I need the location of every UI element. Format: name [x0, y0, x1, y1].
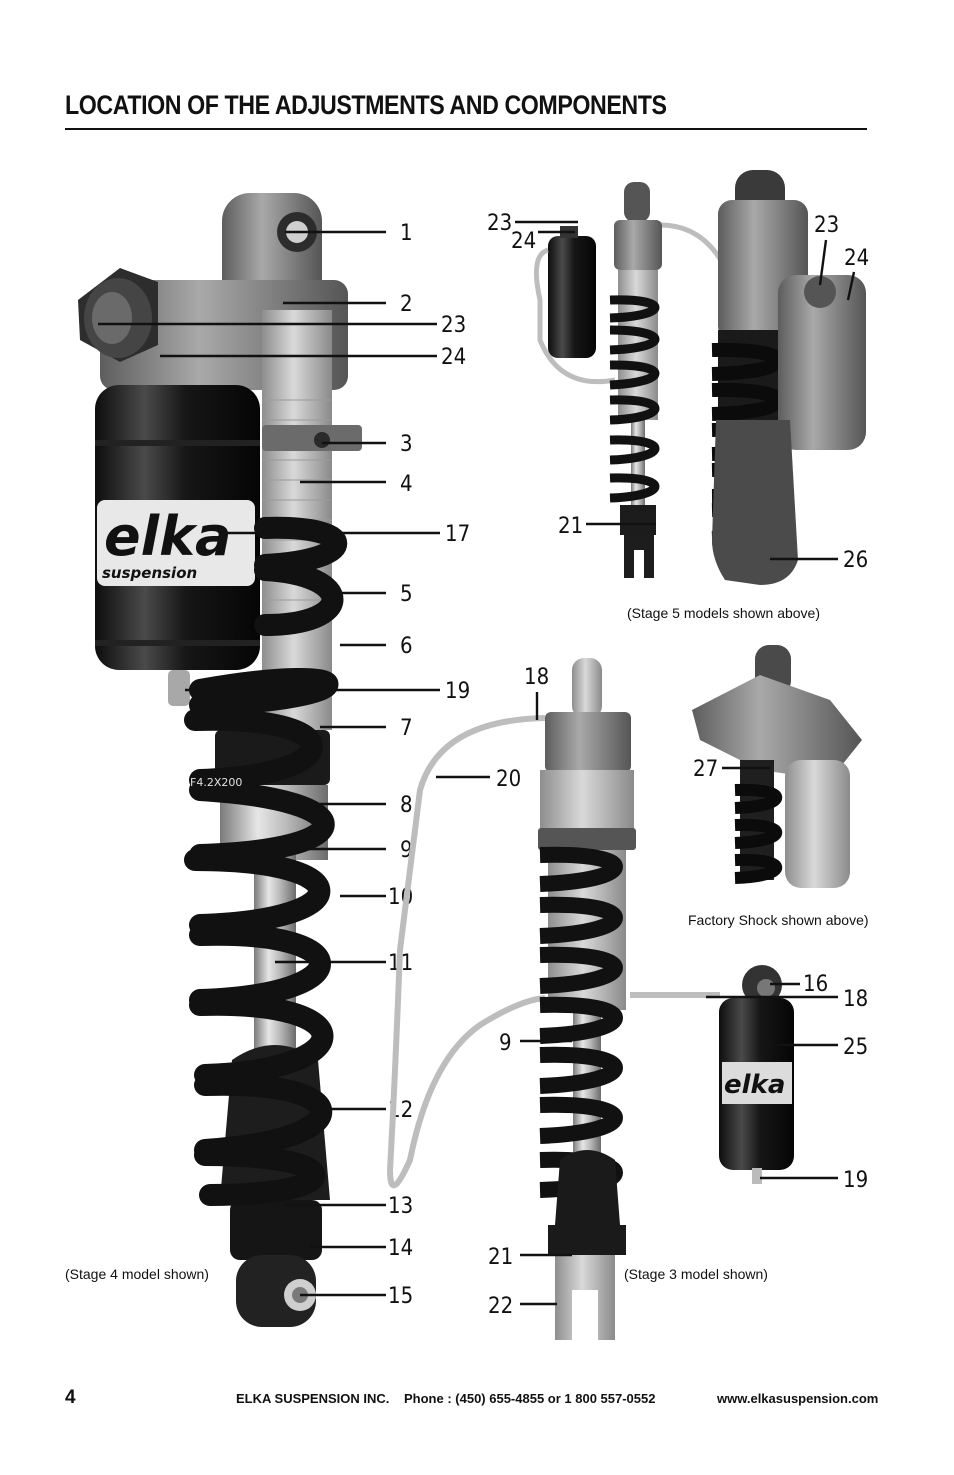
callout-21-stage3: 21: [488, 1245, 513, 1270]
stage5-shocks-illustration: [533, 170, 866, 585]
page-number: 4: [65, 1387, 76, 1408]
footer-phone: Phone : (450) 655-4855 or 1 800 557-0552: [404, 1391, 656, 1406]
callout-24: 24: [441, 345, 466, 370]
callout-4: 4: [400, 472, 413, 497]
stage5-leader-lines: [515, 220, 856, 561]
caption-factory: Factory Shock shown above): [688, 912, 869, 928]
stage3-shock-illustration: [386, 658, 720, 1340]
brand-logo-small: elka: [724, 1070, 785, 1100]
brand-logo-large: elka: [104, 505, 232, 568]
callout-1: 1: [400, 221, 413, 246]
footer-company: ELKA SUSPENSION INC.: [236, 1391, 390, 1406]
callout-15: 15: [388, 1284, 413, 1309]
callout-21-stage5: 21: [558, 514, 583, 539]
callout-22: 22: [488, 1294, 513, 1319]
stage3-callout-numbers: 18 20 9 21 22: [488, 665, 549, 1319]
callout-23-stage5-left: 23: [487, 211, 512, 236]
callout-20: 20: [496, 767, 521, 792]
caption-stage4: (Stage 4 model shown): [65, 1266, 209, 1282]
title-divider: [65, 128, 867, 130]
stage3-leader-lines: [436, 692, 572, 1306]
callout-16: 16: [803, 972, 828, 997]
stage5-callout-numbers: 23 24 21 23 24 26: [487, 211, 869, 573]
callout-8: 8: [400, 793, 413, 818]
stage4-shock-illustration: elka suspension: [78, 193, 362, 1327]
callout-19-reservoir: 19: [843, 1168, 868, 1193]
page-title: LOCATION OF THE ADJUSTMENTS AND COMPONEN…: [65, 90, 667, 120]
factory-shock-illustration: [692, 645, 862, 888]
callout-2: 2: [400, 292, 413, 317]
callout-18-stage3: 18: [524, 665, 549, 690]
callout-3: 3: [400, 432, 413, 457]
caption-stage3: (Stage 3 model shown): [624, 1266, 768, 1282]
callout-9-stage3: 9: [499, 1031, 512, 1056]
stage4-callout-numbers: 1 2 23 24 3 4 17 5 6 19 7 8 9 10 11 12 1…: [388, 221, 470, 1309]
stage4-leader-lines: [98, 230, 440, 1297]
components-figure: elka suspension: [65, 170, 869, 1340]
remote-reservoir-illustration: elka: [719, 965, 794, 1184]
callout-27: 27: [693, 757, 718, 782]
callout-26: 26: [843, 548, 868, 573]
callout-6: 6: [400, 634, 413, 659]
footer-website: www.elkasuspension.com: [717, 1391, 879, 1406]
reservoir-leader-lines: [706, 982, 838, 1180]
callout-25: 25: [843, 1035, 868, 1060]
callout-14: 14: [388, 1236, 413, 1261]
callout-7: 7: [400, 716, 413, 741]
callout-17: 17: [445, 522, 470, 547]
callout-5: 5: [400, 582, 413, 607]
callout-13: 13: [388, 1194, 413, 1219]
callout-24-stage5-left: 24: [511, 229, 536, 254]
spring-rate-stamp: F4.2X200: [190, 776, 242, 789]
callout-19: 19: [445, 679, 470, 704]
callout-23: 23: [441, 313, 466, 338]
brand-logo-sub-large: suspension: [102, 564, 197, 582]
callout-24-stage5-right: 24: [844, 246, 869, 271]
callout-23-stage5-right: 23: [814, 213, 839, 238]
reservoir-callout-numbers: 16 18 25 19: [803, 972, 868, 1193]
caption-stage5: (Stage 5 models shown above): [627, 605, 820, 621]
callout-18-reservoir: 18: [843, 987, 868, 1012]
